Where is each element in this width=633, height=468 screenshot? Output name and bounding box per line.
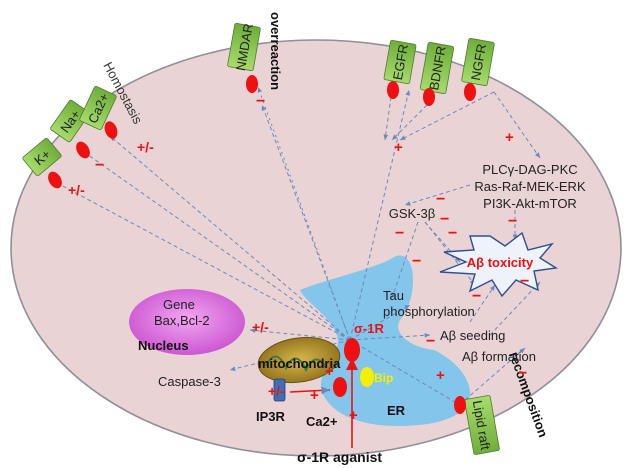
caspase-label: Caspase-3 [158,374,221,389]
sign-gsk3b-c: − [440,211,449,228]
nucleus-label: Nucleus [138,338,189,353]
gene-label: Gene [163,297,195,312]
agonist-label: σ-1R aganist [297,449,382,465]
er-label: ER [387,403,406,418]
sign-na: − [95,157,104,174]
sign-agonist: + [349,407,358,424]
ca-flux-arrow [289,386,331,395]
sign-ca: +/- [137,139,154,155]
bdnfr-sigma-dot [423,88,435,106]
ngfr-receptor: NGFR [461,37,495,101]
sigma1r-er-dot [333,377,347,397]
egfr-receptor: EGFR [383,39,417,99]
sign-ip3r: + [310,387,319,404]
abeta-toxicity-burst [439,231,559,298]
mitochondria-label: mitochondria [258,356,341,371]
bip-dot [360,367,374,387]
egfr-sigma-dot [387,81,399,99]
tau-phosphorylation-label: phosphorylation [383,304,475,319]
sign-tau: − [412,253,421,270]
sign-toxicity-b: − [520,273,529,290]
pathway-plc-label: PLCγ-DAG-PKC [482,162,577,177]
overreaction-label: overreaction [268,12,283,90]
bax-bcl2-label: Bax,Bcl-2 [154,313,210,328]
nucleus [129,289,245,355]
egfr-label: EGFR [390,43,411,81]
abeta-toxicity-label: Aβ toxicity [467,255,534,270]
abeta-seeding-label: Aβ seeding [440,328,505,343]
pathway-pi3k-label: PI3K-Akt-mTOR [483,196,577,211]
nmdar-sigma-dot [246,75,258,93]
sign-nmdar: − [256,93,265,110]
sign-ngfr: + [505,129,514,146]
mitochondria: mitochondria [257,336,341,384]
sign-seeding: − [426,333,435,350]
bdnfr-receptor: BDNFR [419,42,455,106]
ca2-er-label: Ca2+ [306,414,338,429]
sign-sigma-er: + [325,363,334,380]
sign-pathway: − [508,213,517,230]
sigma1r-dot [344,338,360,362]
k-channel: K+ [22,137,62,189]
na-sigma-dot [76,141,90,159]
sign-toxicity-a: − [472,288,481,305]
sign-gsk3b-a: − [436,191,445,208]
ip3r-channel [273,378,286,402]
ngfr-sigma-dot [464,83,476,101]
effect-signs: +/- − +/- − + + − − − − − − − − − − + +/… [68,93,529,424]
ca-channel: Ca2+ [79,85,118,139]
na-channel: Na+ [50,99,90,159]
sign-gsk3b-b: − [395,225,404,242]
k-sigma-dot [48,171,62,189]
abeta-formation-label: Aβ formation [462,349,536,364]
tau-label: Tau [383,288,404,303]
sign-raft: + [436,367,445,384]
gsk3b-label: GSK-3β [389,206,436,221]
lipid-raft: Lipid raft [454,395,500,455]
ip3r-label: IP3R [256,409,286,424]
nmdar-receptor: NMDAR [227,22,261,93]
agonist-arrowhead [346,358,358,370]
ca-sigma-dot [104,121,118,139]
ngfr-label: NGFR [468,43,489,82]
sign-nucleus: +/- [252,319,269,335]
sign-mito: +/- [268,383,285,399]
lipid-raft-sigma-dot [454,396,466,414]
sign-k: +/- [68,182,85,198]
sign-gsk3b-d: − [448,225,457,242]
bip-label: Bip [374,371,393,385]
sigma1r-label: σ-1R [354,321,384,336]
sign-growth: + [394,139,403,156]
pathway-ras-label: Ras-Raf-MEK-ERK [474,179,586,194]
sign-formation: − [518,365,527,382]
